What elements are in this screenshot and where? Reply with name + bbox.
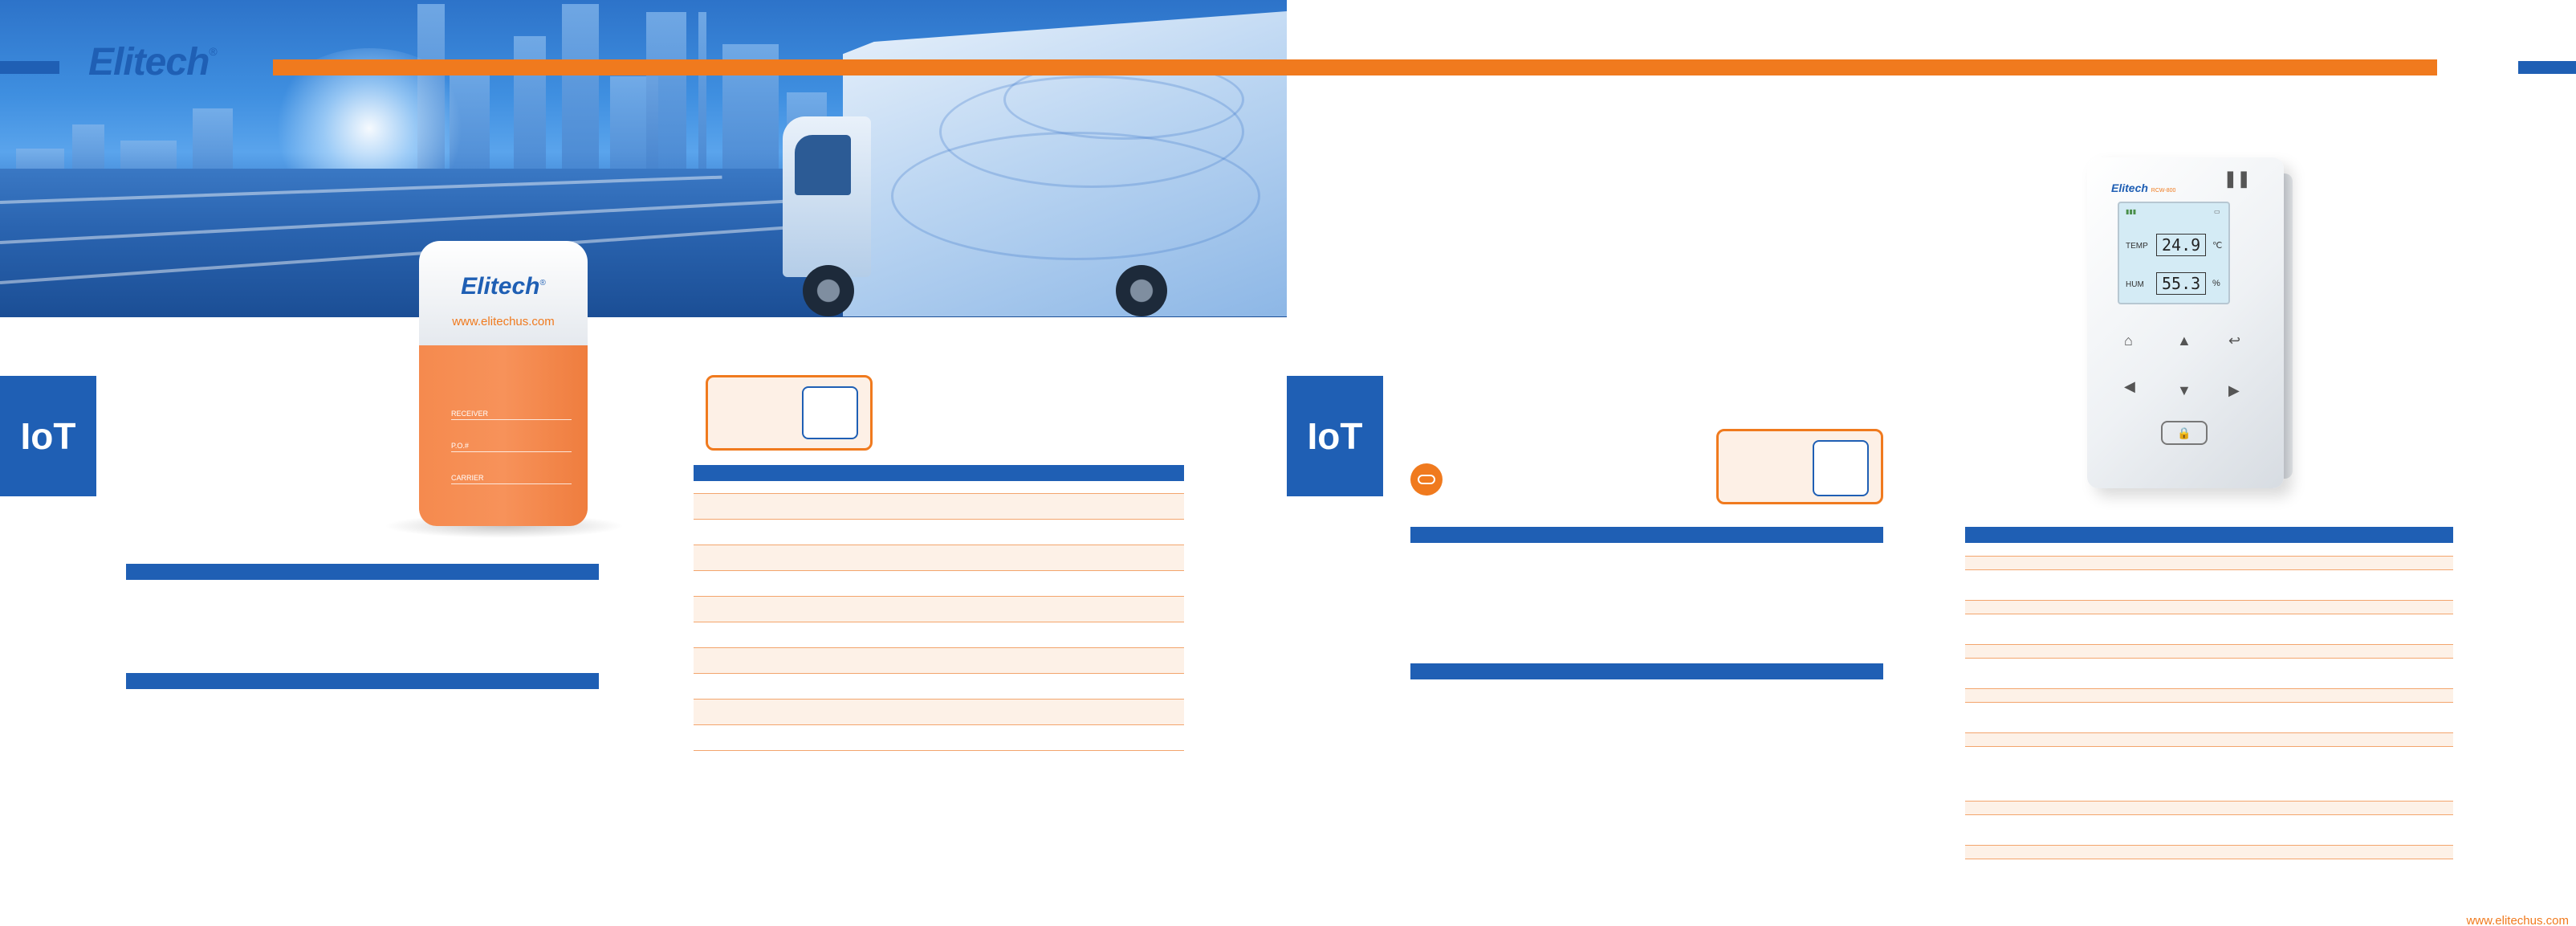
lock-icon: 🔒: [2161, 421, 2208, 445]
down-arrow-icon: ▼: [2177, 382, 2191, 398]
spec-table-2-header: [1965, 527, 2453, 543]
spec-table-1-header: [694, 465, 1184, 481]
table-row: [694, 597, 1184, 622]
table-row: [694, 622, 1184, 648]
table-row: [1965, 747, 2453, 802]
pause-icon: ❚❚: [2224, 170, 2251, 188]
table-row: [694, 520, 1184, 545]
table-row: [694, 648, 1184, 674]
connectivity-icon: [1410, 463, 1443, 496]
section-header-bar-2: [126, 673, 599, 689]
table-row: [694, 494, 1184, 520]
table-row: [1965, 557, 2453, 570]
signal-icon: ▮▮▮: [2126, 208, 2137, 215]
back-icon: ↩: [2228, 332, 2241, 349]
right-arrow-icon: ▶: [2228, 382, 2240, 398]
device-field-po: P.O.#: [451, 442, 572, 452]
header-bar-right: [2518, 61, 2576, 74]
table-row: [1965, 543, 2453, 557]
table-row: [694, 545, 1184, 571]
wall-mount-logger-image: Elitech RCW-800 ❚❚ ▮▮▮ ▭ TEMP 24.9 ℃ HUM…: [2087, 157, 2293, 488]
truck-image: [843, 11, 1287, 316]
table-row: [1965, 815, 2453, 846]
brand-logo[interactable]: Elitech®: [88, 41, 218, 84]
section-header-bar-4: [1410, 663, 1883, 679]
footer-url-link[interactable]: www.elitechus.com: [2466, 914, 2569, 926]
hum-value: 55.3: [2156, 272, 2207, 295]
device-logo: Elitech®: [461, 273, 546, 300]
spec-table-2: [1965, 527, 2453, 864]
table-row: [1965, 689, 2453, 703]
table-row: [1965, 703, 2453, 733]
device-lcd-screen: ▮▮▮ ▭ TEMP 24.9 ℃ HUM 55.3 %: [2118, 202, 2230, 304]
device-field-receiver: RECEIVER: [451, 410, 572, 420]
device-logo: Elitech RCW-800: [2111, 182, 2176, 194]
callout-icon-frame-2: [1813, 440, 1869, 496]
device-url: www.elitechus.com: [452, 315, 555, 328]
iot-tab-left: IoT: [0, 376, 96, 496]
section-header-bar-3: [1410, 527, 1883, 543]
table-row: [1965, 601, 2453, 614]
table-row: [1965, 733, 2453, 747]
left-arrow-icon: ◀: [2124, 378, 2135, 394]
section-header-bar-1: [126, 564, 599, 580]
up-arrow-icon: ▲: [2177, 332, 2191, 349]
callout-box-2: [1716, 429, 1883, 504]
device-field-carrier: CARRIER: [451, 474, 572, 484]
table-row: [1965, 645, 2453, 659]
callout-icon-frame-1: [802, 386, 858, 439]
table-row: [694, 481, 1184, 494]
hum-unit: %: [2212, 279, 2220, 288]
header-bar-orange: [273, 59, 2437, 75]
battery-icon: ▭: [2214, 208, 2220, 215]
table-row: [1965, 570, 2453, 601]
table-row: [1965, 802, 2453, 815]
table-row: [694, 571, 1184, 597]
temp-value: 24.9: [2156, 234, 2207, 256]
table-row: [1965, 846, 2453, 859]
iot-tab-right: IoT: [1287, 376, 1383, 496]
table-row: [1965, 659, 2453, 689]
temp-label: TEMP: [2126, 242, 2148, 251]
home-icon: ⌂: [2124, 332, 2133, 349]
table-row: [694, 700, 1184, 725]
spec-table-1: [694, 465, 1184, 752]
header-bar-left: [0, 61, 59, 74]
hum-label: HUM: [2126, 280, 2144, 289]
table-row: [694, 725, 1184, 751]
hero-image: [0, 0, 1287, 317]
orange-data-logger-image: Elitech® www.elitechus.com RECEIVER P.O.…: [419, 241, 588, 526]
table-row: [1965, 614, 2453, 645]
callout-box-1: [706, 375, 873, 451]
table-row: [694, 674, 1184, 700]
temp-unit: ℃: [2212, 241, 2223, 251]
